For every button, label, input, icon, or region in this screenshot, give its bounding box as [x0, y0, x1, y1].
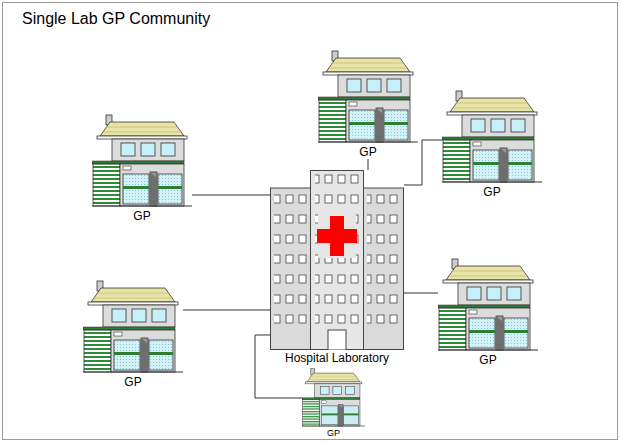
gp-house: GP — [92, 114, 192, 223]
connector-line — [404, 293, 438, 294]
gp-label: GP — [318, 145, 418, 159]
house-symbol — [302, 369, 365, 426]
gp-house: GP — [302, 368, 365, 439]
gp-house: GP — [442, 90, 542, 199]
house-symbol — [438, 259, 538, 350]
gp-house: GP — [438, 258, 538, 367]
connector-line — [192, 195, 270, 196]
house-symbol — [318, 51, 418, 142]
house-symbol — [442, 91, 542, 182]
outer-border — [3, 3, 618, 440]
gp-label: GP — [302, 428, 365, 439]
house-picture — [302, 368, 365, 428]
gp-house: GP — [318, 50, 418, 159]
house-picture — [438, 258, 538, 353]
gp-label: GP — [83, 375, 183, 389]
connector-line — [368, 159, 369, 170]
building-symbol — [271, 171, 404, 351]
connector-line — [404, 140, 442, 185]
house-picture — [83, 280, 183, 375]
diagram-title: Single Lab GP Community — [22, 10, 210, 28]
house-picture — [442, 90, 542, 185]
house-picture — [318, 50, 418, 145]
hospital-building: Hospital Laboratory — [270, 170, 404, 350]
house-picture — [92, 114, 192, 209]
connector-line — [183, 310, 270, 311]
house-symbol — [83, 281, 183, 372]
gp-label: GP — [92, 209, 192, 223]
building-picture — [270, 170, 404, 350]
gp-label: GP — [438, 353, 538, 367]
gp-house: GP — [83, 280, 183, 389]
gp-label: GP — [442, 185, 542, 199]
building-label: Hospital Laboratory — [285, 350, 389, 365]
house-symbol — [92, 115, 192, 206]
